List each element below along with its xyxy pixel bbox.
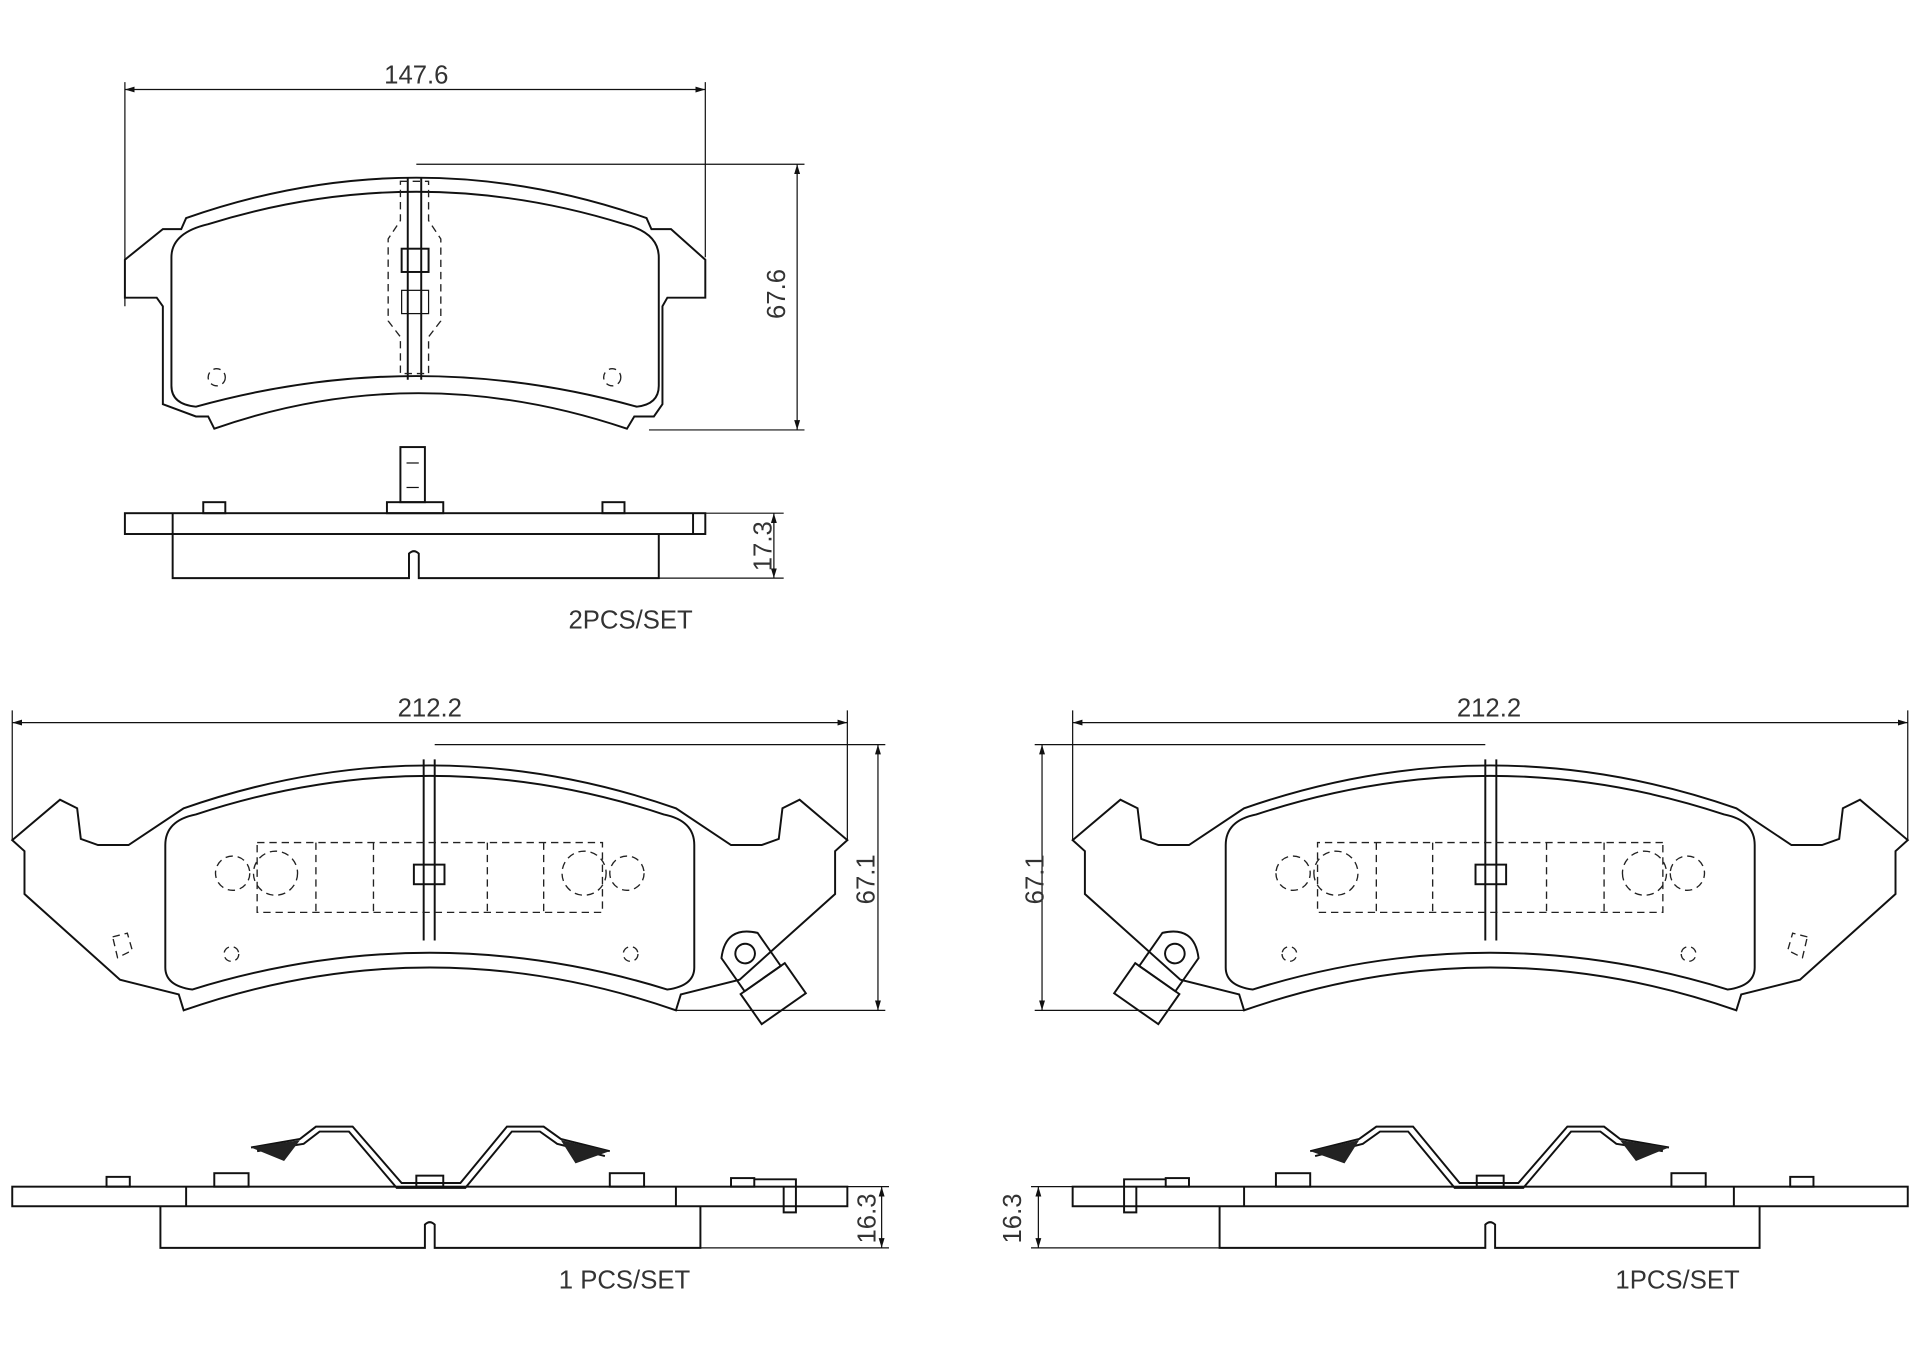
top-pad-dimensions: 147.6 67.6 (124, 61, 805, 431)
width-dimension: 212.2 (398, 694, 462, 722)
top-pad-side-view: 17.3 2PCS/SET (123, 446, 784, 634)
right-pad-views: 212.2 67.1 16.3 1PCS/SET (999, 694, 1909, 1294)
height-dimension: 67.6 (763, 269, 791, 319)
width-dimension: 212.2 (1457, 694, 1521, 722)
thickness-dimension: 16.3 (999, 1193, 1027, 1243)
quantity-label: 1PCS/SET (1615, 1266, 1740, 1294)
thickness-dimension: 16.3 (854, 1193, 882, 1243)
left-pad-views: 212.2 67.1 16.3 1 PCS/SET (11, 694, 889, 1294)
quantity-label: 2PCS/SET (568, 606, 693, 634)
thickness-dimension: 17.3 (749, 521, 777, 571)
top-pad-front-view (123, 176, 707, 430)
quantity-label: 1 PCS/SET (559, 1266, 691, 1294)
width-dimension: 147.6 (384, 61, 448, 89)
height-dimension: 67.1 (852, 854, 880, 904)
height-dimension: 67.1 (1021, 854, 1049, 904)
